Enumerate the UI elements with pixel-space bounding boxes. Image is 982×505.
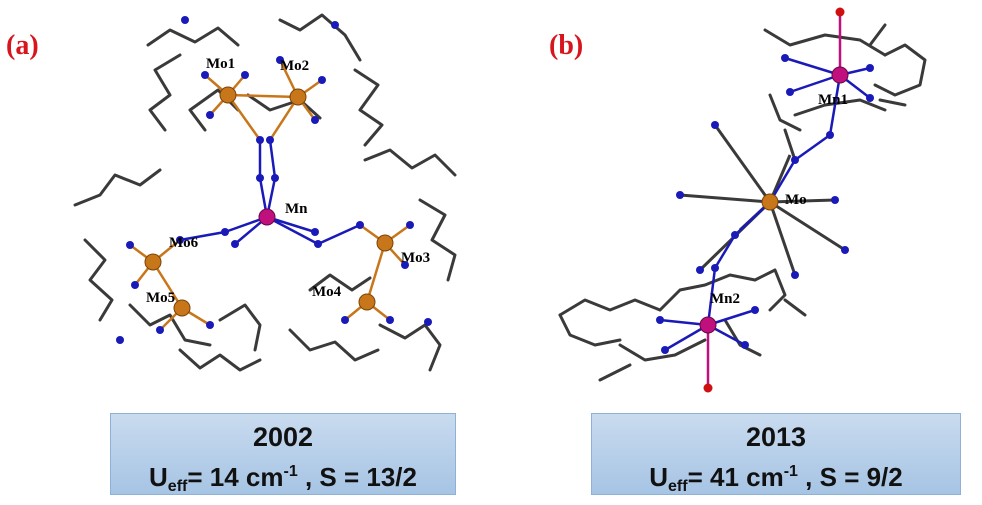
molecule-structure-a: Mo1 Mo2 Mn Mo6 Mo3 Mo4 Mo5: [73, 13, 457, 372]
atom-label-mo1: Mo1: [206, 56, 235, 72]
year-b: 2013: [745, 422, 807, 452]
mo5-atom: [173, 299, 191, 317]
mo4-atom: [358, 293, 376, 311]
atom-label-mo: Mo: [785, 192, 807, 208]
carbon-framework-a: [73, 13, 457, 372]
panel-label-a: (a): [6, 30, 39, 61]
spin-value-a: , S = 13/2: [297, 462, 417, 492]
mo2-atom: [289, 88, 307, 106]
mo1-atom: [219, 86, 237, 104]
ueff-superscript-b: -1: [783, 463, 798, 480]
atom-label-mo4: Mo4: [312, 284, 342, 300]
property-box-a: 2002 Ueff= 14 cm-1 , S = 13/2: [110, 413, 456, 495]
n-bonds-a: [179, 139, 361, 246]
mn-atom: [258, 208, 276, 226]
ueff-symbol-b: U: [649, 462, 669, 492]
atom-label-mo6: Mo6: [169, 235, 199, 251]
atom-label-mo5: Mo5: [146, 290, 175, 306]
ueff-value-b: = 41 cm: [687, 462, 784, 492]
atom-label-mo2: Mo2: [280, 58, 309, 74]
panel-label-b: (b): [549, 30, 584, 61]
nitrogen-atoms-a: [116, 16, 432, 344]
molecule-structure-b: Mn1 Mo Mn2: [558, 7, 927, 393]
metal-atoms-b: [699, 66, 849, 334]
ueff-line-b: Ueff= 41 cm-1 , S = 9/2: [592, 454, 960, 505]
spin-value-b: , S = 9/2: [797, 462, 903, 492]
atom-label-mn2: Mn2: [710, 291, 740, 307]
carbon-framework-b: [558, 23, 927, 382]
mn-axial-bonds-b: [706, 12, 842, 388]
mo-atom: [761, 193, 779, 211]
mn1-atom: [831, 66, 849, 84]
ueff-subscript-a: eff: [167, 478, 188, 495]
metal-atoms-a: [144, 86, 394, 317]
mo3-atom: [376, 234, 394, 252]
nitrogen-atoms-b: [656, 54, 874, 354]
ueff-value-a: = 14 cm: [187, 462, 284, 492]
ueff-symbol-a: U: [149, 462, 168, 492]
atom-label-mn1: Mn1: [818, 92, 848, 108]
mn2-atom: [699, 316, 717, 334]
atom-label-mo3: Mo3: [401, 250, 430, 266]
oxygen-atoms-b: [703, 7, 845, 393]
ueff-line-a: Ueff= 14 cm-1 , S = 13/2: [111, 454, 455, 505]
ueff-superscript-a: -1: [283, 463, 298, 480]
mo6-atom: [144, 253, 162, 271]
property-box-b: 2013 Ueff= 41 cm-1 , S = 9/2: [591, 413, 961, 495]
year-a: 2002: [252, 422, 314, 452]
atom-label-mn: Mn: [285, 201, 308, 217]
ueff-subscript-b: eff: [668, 478, 688, 495]
